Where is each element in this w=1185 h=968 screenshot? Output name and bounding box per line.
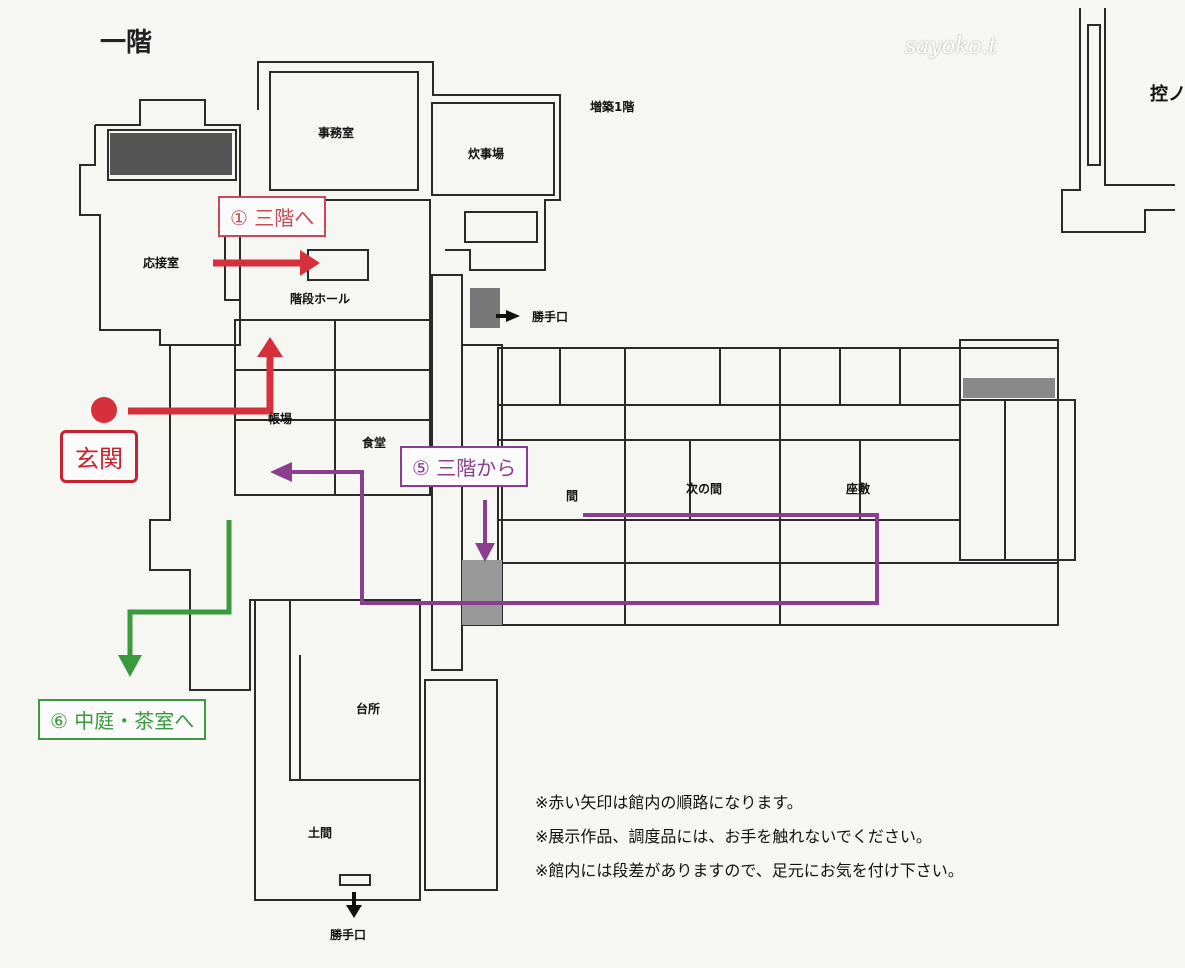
red-route [128, 259, 300, 415]
route-label-from-third-floor: ⑤ 三階から [400, 446, 529, 487]
note-route: ※赤い矢印は館内の順路になります。 [535, 793, 803, 812]
label-back-door-bottom: 勝手口 [330, 928, 367, 942]
purple-route [290, 470, 879, 605]
entrance-label: 玄関 [60, 430, 138, 483]
exit-arrows [346, 310, 520, 918]
label-back-door-top: 勝手口 [532, 310, 569, 324]
green-route [127, 520, 232, 655]
route-label-to-garden: ⑥ 中庭・茶室へ [38, 699, 207, 740]
room-dining: 食堂 [362, 436, 387, 450]
room-partial: 間 [566, 489, 579, 503]
annex-label: 増築1階 [590, 100, 635, 114]
room-doma: 土間 [308, 826, 333, 840]
route-label-to-third-floor: ① 三階へ [218, 196, 327, 237]
red-route-heads [91, 250, 320, 423]
purple-route-heads [270, 462, 495, 562]
room-office: 事務室 [318, 126, 355, 140]
photo-credit: sayoko.t [905, 34, 998, 59]
room-reception: 応接室 [143, 256, 180, 270]
notes: ※赤い矢印は館内の順路になります。 ※展示作品、調度品には、お手を触れないでくだ… [535, 786, 964, 888]
note-no-touch: ※展示作品、調度品には、お手を触れないでください。 [535, 827, 932, 846]
note-steps: ※館内には段差がありますので、足元にお気を付け下さい。 [535, 861, 964, 880]
room-hikae: 控ノ [1150, 84, 1185, 105]
room-stair-hall: 階段ホール [290, 292, 351, 306]
room-next: 次の間 [686, 482, 723, 496]
stair-hatching [110, 133, 1055, 625]
room-cooking: 炊事場 [468, 147, 505, 161]
room-changing: 帳場 [268, 412, 293, 426]
green-route-heads [118, 655, 142, 677]
walls [79, 8, 1175, 901]
room-kitchen: 台所 [356, 702, 381, 716]
room-zashiki: 座敷 [846, 482, 871, 496]
floor-title: 一階 [100, 28, 153, 58]
